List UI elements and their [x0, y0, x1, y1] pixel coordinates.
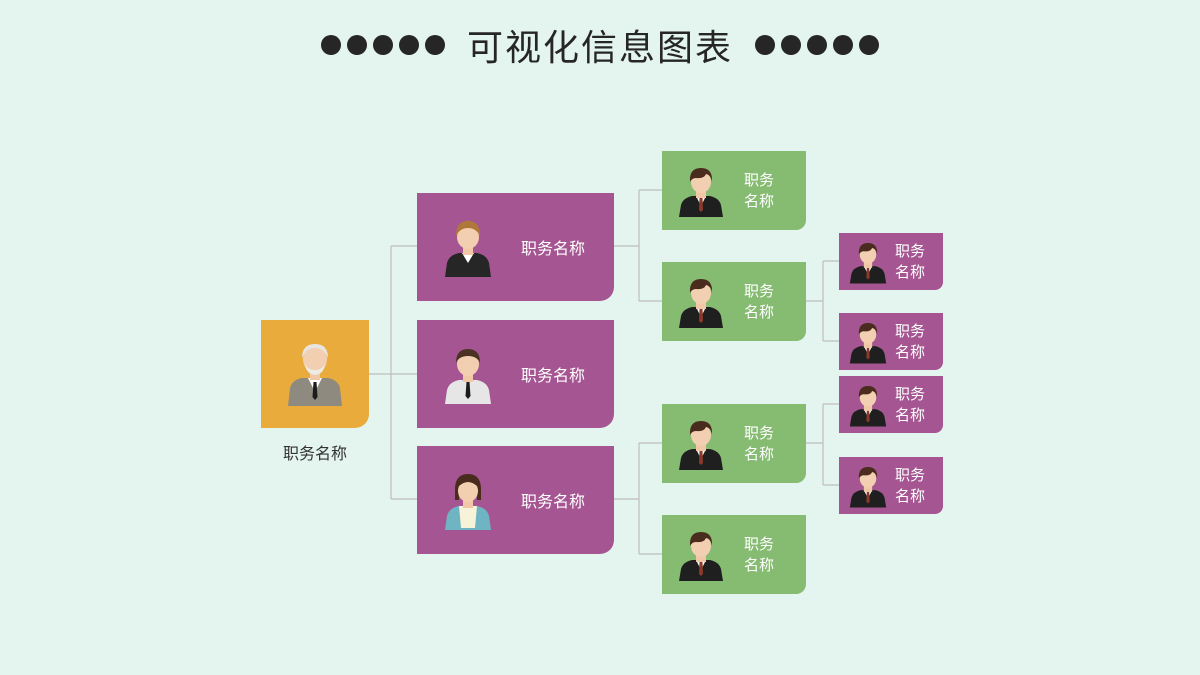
level1-node[interactable]: 职务名称	[417, 446, 614, 554]
level3-node[interactable]: 职务名称	[839, 313, 943, 370]
woman-avatar-icon	[445, 220, 491, 277]
page-title: 可视化信息图表	[466, 28, 733, 69]
businessman-avatar-icon	[679, 531, 723, 581]
dot-icon	[859, 35, 879, 55]
right-dots	[755, 35, 879, 55]
root-node[interactable]	[261, 320, 369, 428]
level2-node[interactable]: 职务名称	[662, 151, 806, 230]
dot-icon	[346, 35, 367, 55]
dot-icon	[781, 35, 801, 55]
level1-label: 职务名称	[521, 239, 586, 258]
level2-label: 职务名称	[744, 534, 775, 574]
level2-node[interactable]: 职务名称	[662, 262, 806, 341]
level3-label: 职务名称	[895, 321, 926, 361]
level3-node[interactable]: 职务名称	[839, 233, 943, 290]
dot-icon	[398, 35, 419, 55]
businessman-avatar-icon	[679, 167, 723, 217]
level2-label: 职务名称	[744, 170, 775, 210]
level1-label: 职务名称	[521, 492, 586, 511]
level3-label: 职务名称	[895, 384, 926, 424]
level2-label: 职务名称	[744, 281, 775, 321]
dot-icon	[320, 35, 341, 55]
dot-icon	[807, 35, 827, 55]
dot-icon	[755, 35, 775, 55]
man-avatar-icon	[445, 349, 491, 404]
businessman-avatar-icon	[679, 420, 723, 470]
level3-node[interactable]: 职务名称	[839, 457, 943, 514]
level3-node[interactable]: 职务名称	[839, 376, 943, 433]
elderly-man-avatar-icon	[288, 344, 342, 406]
left-dots	[320, 35, 445, 55]
businessman-avatar-icon	[849, 385, 887, 426]
dot-icon	[372, 35, 393, 55]
businessman-avatar-icon	[849, 242, 887, 283]
level2-node[interactable]: 职务名称	[662, 404, 806, 483]
level1-label: 职务名称	[521, 366, 586, 385]
businessman-avatar-icon	[679, 278, 723, 328]
level2-label: 职务名称	[744, 423, 775, 463]
level1-node[interactable]: 职务名称	[417, 320, 614, 428]
businessman-avatar-icon	[849, 322, 887, 363]
businessman-avatar-icon	[849, 466, 887, 507]
dot-icon	[424, 35, 445, 55]
level3-label: 职务名称	[895, 465, 926, 505]
level2-node[interactable]: 职务名称	[662, 515, 806, 594]
root-label: 职务名称	[282, 444, 347, 463]
dot-icon	[833, 35, 853, 55]
level1-node[interactable]: 职务名称	[417, 193, 614, 301]
woman-avatar-icon	[445, 474, 491, 530]
title-row: 可视化信息图表	[0, 20, 1200, 70]
level3-label: 职务名称	[895, 241, 926, 281]
